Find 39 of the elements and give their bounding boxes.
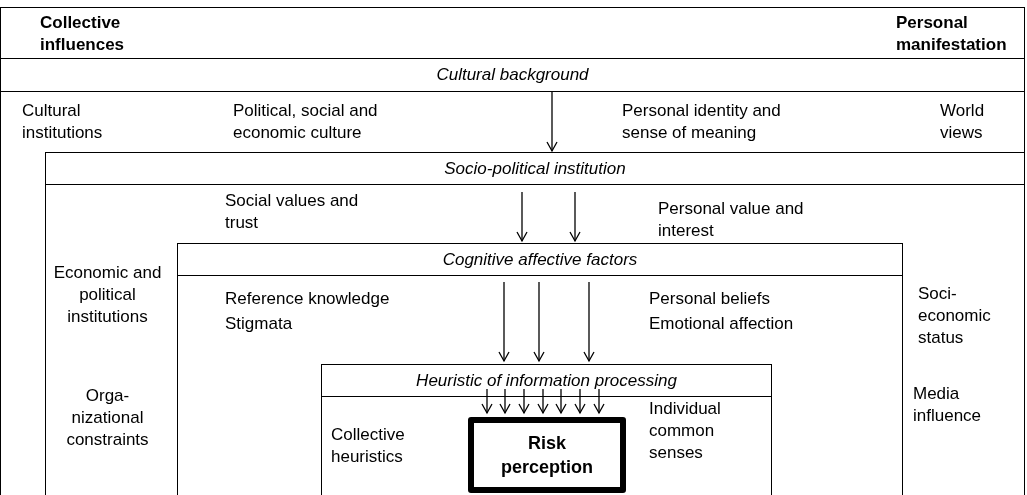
arrow <box>583 281 595 362</box>
side-label: World views <box>940 100 986 145</box>
level-box <box>177 243 903 495</box>
side-label: Political, social and economic culture <box>233 100 379 145</box>
arrow <box>518 388 530 414</box>
arrow <box>516 191 528 242</box>
arrow <box>555 388 567 414</box>
side-label: Reference knowledge <box>225 288 391 310</box>
side-label: Personal value and interest <box>658 198 805 243</box>
side-label: Social values and trust <box>225 190 360 235</box>
side-label: Individual common senses <box>649 398 722 465</box>
arrow <box>546 91 558 152</box>
side-label: Personal manifestation <box>896 12 1008 57</box>
level-box <box>321 364 772 495</box>
side-label: Media influence <box>913 383 983 428</box>
level-heading: Cognitive affective factors <box>178 244 902 276</box>
side-label: Economic and political institutions <box>52 262 163 329</box>
side-label: Personal identity and sense of meaning <box>622 100 782 145</box>
arrow <box>537 388 549 414</box>
level-band: Cultural background <box>0 58 1025 92</box>
side-label: Cultural institutions <box>22 100 104 145</box>
side-label: Collective influences <box>40 12 126 57</box>
level-box <box>45 152 1025 495</box>
level-heading: Heuristic of information processing <box>322 365 771 397</box>
level-heading: Socio-political institution <box>46 153 1024 185</box>
arrow <box>533 281 545 362</box>
side-label: Personal beliefs <box>649 288 771 310</box>
side-label: Emotional affection <box>649 313 795 335</box>
arrow <box>569 191 581 242</box>
arrow <box>499 388 511 414</box>
side-label: Collective heuristics <box>331 424 406 469</box>
arrow <box>498 281 510 362</box>
arrow <box>574 388 586 414</box>
side-label: Orga-nizational constraints <box>65 385 150 452</box>
risk-perception-box: Risk perception <box>468 417 626 493</box>
arrow <box>481 388 493 414</box>
side-label: Stigmata <box>225 313 294 335</box>
side-label: Soci-economic status <box>918 283 992 350</box>
arrow <box>593 388 605 414</box>
